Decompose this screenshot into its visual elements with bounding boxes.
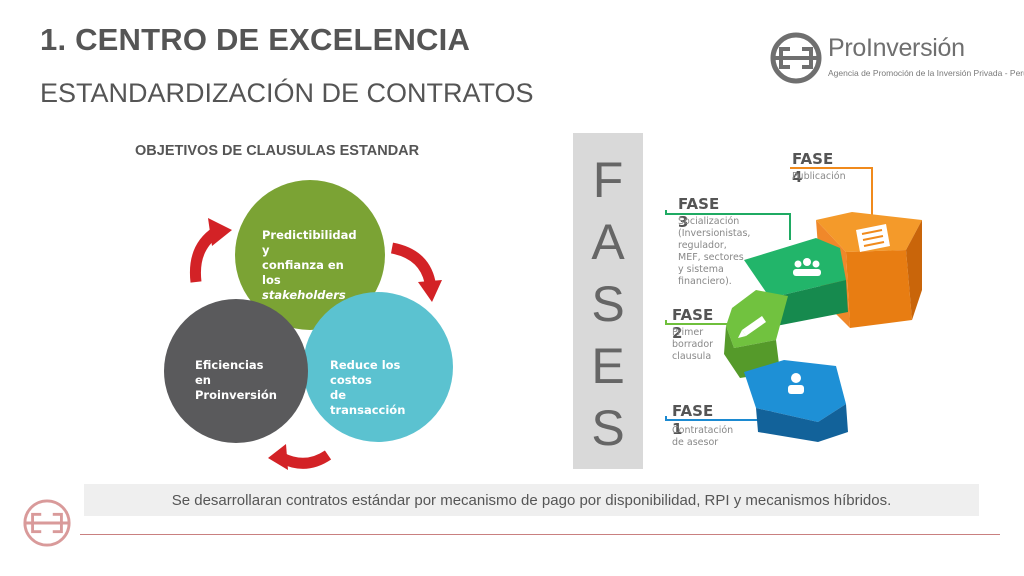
summary-box: Se desarrollaran contratos estándar por … xyxy=(84,484,979,516)
fases-letter-3: S xyxy=(591,276,625,332)
arrow-bottom-icon xyxy=(268,444,332,470)
fase3-desc-line: financiero). xyxy=(678,276,732,287)
person-icon xyxy=(788,373,804,394)
group-icon xyxy=(793,258,821,276)
circle-reduce-costs-line2: de transacción xyxy=(330,388,406,417)
footer-divider xyxy=(80,534,1000,535)
footer-emblem-icon xyxy=(23,499,71,547)
phases-svg xyxy=(665,167,922,442)
fase1-title: FASE 1 xyxy=(672,402,714,438)
circle-efficiencies-line2: Proinversión xyxy=(195,388,277,402)
fase4-desc-line: Publicación xyxy=(792,171,846,182)
fase2-desc: Primer borrador clausula xyxy=(672,327,713,363)
page-subtitle: ESTANDARDIZACIÓN DE CONTRATOS xyxy=(40,78,534,108)
document-icon xyxy=(856,224,890,252)
fase1-desc-line: Contratación xyxy=(672,425,734,436)
circle-efficiencies-label: Eficiencias en Proinversión xyxy=(195,358,277,403)
pen-icon xyxy=(738,316,766,338)
fase3-block xyxy=(744,238,848,326)
fase3-title: FASE 3 xyxy=(678,195,720,231)
fase3-connector xyxy=(665,210,791,240)
summary-text: Se desarrollaran contratos estándar por … xyxy=(171,492,892,509)
fase2-desc-line: clausula xyxy=(672,351,712,362)
circle-efficiencies xyxy=(164,299,308,443)
circle-reduce-costs xyxy=(303,292,453,442)
fase1-desc: Contratación de asesor xyxy=(672,425,733,449)
fase1-desc-line: de asesor xyxy=(672,437,719,448)
circle-efficiencies-line1: Eficiencias en xyxy=(195,358,264,387)
circle-predictability-line1: Predictibilidad y xyxy=(262,228,357,257)
fase2-connector xyxy=(665,320,736,325)
circle-predictability xyxy=(235,180,385,330)
fases-letter-2: A xyxy=(591,214,625,270)
arrow-top-left-icon xyxy=(189,218,232,283)
fases-letter-1: F xyxy=(592,152,624,208)
page-title: 1. CENTRO DE EXCELENCIA xyxy=(40,22,471,57)
fase3-desc-line: y sistema xyxy=(678,264,724,275)
fase2-desc-line: borrador xyxy=(672,339,714,350)
fase1-block xyxy=(744,360,848,442)
fase4-connector xyxy=(790,167,873,215)
logo-name: ProInversión xyxy=(828,34,965,62)
fases-letter-4: E xyxy=(591,338,625,394)
proinversion-emblem-icon xyxy=(770,32,822,84)
fase3-desc-line: regulador, xyxy=(678,240,727,251)
fase3-desc-line: MEF, sectores xyxy=(678,252,744,263)
arrow-top-right-icon xyxy=(390,242,442,302)
fase3-desc-line: Socialización xyxy=(678,216,740,227)
fases-vertical-label: F A S E S xyxy=(573,133,643,469)
circle-reduce-costs-label: Reduce los costos de transacción xyxy=(330,358,405,418)
fase2-title: FASE 2 xyxy=(672,306,714,342)
circle-predictability-line3: stakeholders xyxy=(262,288,346,302)
proinversion-logo: ProInversión Agencia de Promoción de la … xyxy=(770,30,1024,88)
logo-tagline: Agencia de Promoción de la Inversión Pri… xyxy=(828,68,1024,78)
fase4-title: FASE 4 xyxy=(792,150,834,186)
fase2-desc-line: Primer xyxy=(672,327,704,338)
fase3-desc: Socialización (Inversionistas, regulador… xyxy=(678,216,750,288)
circle-reduce-costs-line1: Reduce los costos xyxy=(330,358,401,387)
cycle-svg xyxy=(164,180,453,470)
circle-predictability-line2: confianza en los xyxy=(262,258,344,287)
fase4-desc: Publicación xyxy=(792,171,846,183)
objectives-title: OBJETIVOS DE CLAUSULAS ESTANDAR xyxy=(135,143,420,159)
fases-letter-5: S xyxy=(591,400,625,456)
fase3-desc-line: (Inversionistas, xyxy=(678,228,751,239)
circle-predictability-label: Predictibilidad y confianza en los stake… xyxy=(262,228,357,303)
